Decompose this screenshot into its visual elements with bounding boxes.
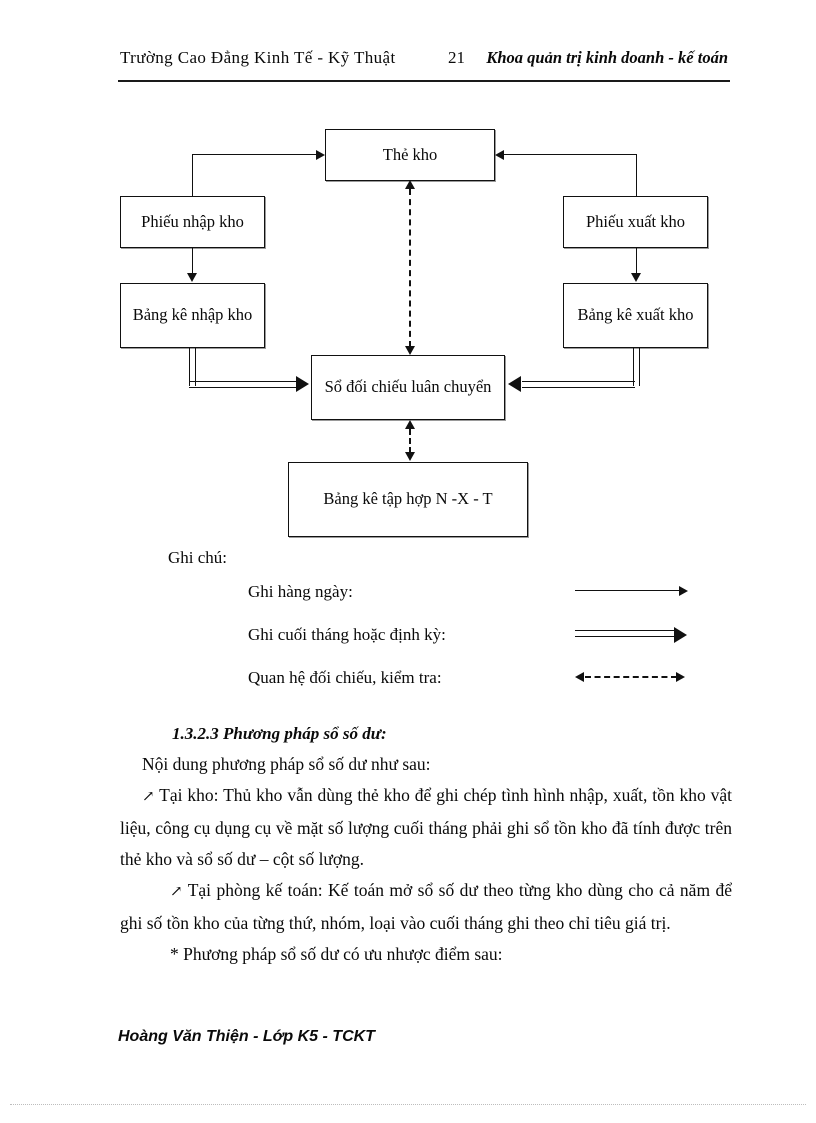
connector-phieu-nhap-to-the-kho-horizontal (192, 154, 316, 155)
flowchart-diagram: Thẻ kho Phiếu nhập kho Phiếu xuất kho Bả… (0, 0, 816, 560)
paragraph-tai-kho-text: Tại kho: Thủ kho vẫn dùng thẻ kho để ghi… (120, 785, 733, 869)
flow-box-bang-ke-xuat-kho: Bảng kê xuất kho (563, 283, 708, 348)
connector-phieu-xuat-to-the-kho-vertical (636, 154, 637, 196)
legend-arrow-dashed-both-icon (575, 670, 695, 684)
arrowhead-so-doi-chieu-right (508, 376, 521, 392)
connector-phieu-xuat-to-the-kho-horizontal (504, 154, 636, 155)
arrowhead-dashed-up-so-doi-chieu (405, 420, 415, 429)
arrowhead-bang-ke-xuat-top (631, 273, 641, 282)
paragraph-uu-nhuoc-diem: * Phương pháp sổ số dư có ưu nhược điểm … (170, 944, 503, 964)
arrowhead-dashed-up-the-kho (405, 180, 415, 189)
paragraph-tai-phong-ke-toan-text: Tại phòng kế toán: Kế toán mở sổ số dư t… (120, 880, 733, 933)
header-department: Khoa quản trị kinh doanh - kế toán (486, 48, 728, 67)
section-heading: 1.3.2.3 Phương pháp sổ số dư: (172, 724, 387, 743)
legend-title: Ghi chú: (168, 548, 228, 567)
page-number: 21 (448, 48, 465, 67)
arrowhead-the-kho-left (316, 150, 325, 160)
bullet-arrow-icon-2: ↗ (170, 884, 183, 900)
arrowhead-so-doi-chieu-left (296, 376, 309, 392)
arrowhead-the-kho-right (495, 150, 504, 160)
bullet-arrow-icon: ↗ (142, 789, 155, 805)
connector-phieu-nhap-to-the-kho-vertical (192, 154, 193, 196)
connector-phieu-nhap-to-bang-ke-nhap (192, 248, 193, 275)
header-rule (118, 80, 730, 82)
legend-item-monthly-label: Ghi cuối tháng hoặc định kỳ: (248, 625, 446, 644)
arrowhead-bang-ke-nhap-top (187, 273, 197, 282)
arrowhead-dashed-down-so-doi-chieu (405, 346, 415, 355)
connector-phieu-xuat-to-bang-ke-xuat (636, 248, 637, 275)
flow-box-phieu-nhap-kho: Phiếu nhập kho (120, 196, 265, 248)
paragraph-intro: Nội dung phương pháp sổ số dư như sau: (142, 754, 431, 774)
legend-item-daily-label: Ghi hàng ngày: (248, 582, 353, 601)
connector-so-doi-chieu-bang-ke-tap-hop-dashed (409, 429, 411, 453)
paragraph-tai-kho: ↗ Tại kho: Thủ kho vẫn dùng thẻ kho để g… (120, 780, 732, 875)
page-header: Trường Cao Đẳng Kinh Tế - Kỹ Thuật 21 Kh… (120, 48, 728, 78)
flow-box-the-kho-label: Thẻ kho (382, 144, 438, 164)
flow-box-so-doi-chieu-luan-chuyen: Sổ đối chiếu luân chuyển (311, 355, 505, 420)
flow-box-phieu-xuat-kho: Phiếu xuất kho (563, 196, 708, 248)
flow-box-phieu-xuat-kho-label: Phiếu xuất kho (586, 211, 685, 231)
connector-bang-ke-xuat-to-so-doi-chieu-vertical (633, 348, 640, 386)
flow-box-bang-ke-xuat-kho-label: Bảng kê xuất kho (577, 305, 694, 325)
flow-box-bang-ke-nhap-kho: Bảng kê nhập kho (120, 283, 265, 348)
paragraph-tai-phong-ke-toan: ↗ Tại phòng kế toán: Kế toán mở sổ số dư… (120, 875, 732, 939)
legend-arrow-solid-right-icon (575, 584, 695, 598)
flow-box-so-doi-chieu-label: Sổ đối chiếu luân chuyển (324, 377, 492, 397)
flow-box-bang-ke-nhap-kho-label: Bảng kê nhập kho (132, 305, 253, 325)
flow-box-bang-ke-tap-hop-label: Bảng kê tập hợp N -X - T (323, 489, 493, 509)
connector-bang-ke-nhap-to-so-doi-chieu-vertical (189, 348, 196, 386)
connector-bang-ke-xuat-to-so-doi-chieu-horizontal (522, 381, 635, 388)
flow-box-phieu-nhap-kho-label: Phiếu nhập kho (141, 211, 244, 231)
header-institution: Trường Cao Đẳng Kinh Tế - Kỹ Thuật (120, 48, 396, 67)
connector-the-kho-so-doi-chieu-dashed (409, 189, 411, 347)
connector-bang-ke-nhap-to-so-doi-chieu-horizontal (189, 381, 299, 388)
legend-item-reconcile-label: Quan hệ đối chiếu, kiểm tra: (248, 668, 442, 687)
flow-box-the-kho: Thẻ kho (325, 129, 495, 181)
body-content: 1.3.2.3 Phương pháp sổ số dư: Nội dung p… (120, 718, 732, 970)
legend-arrow-double-right-icon (575, 627, 695, 643)
arrowhead-dashed-down-bang-ke-tap-hop (405, 452, 415, 461)
flow-box-bang-ke-tap-hop: Bảng kê tập hợp N -X - T (288, 462, 528, 537)
footer-rule (10, 1104, 806, 1105)
page-footer: Hoàng Văn Thiện - Lớp K5 - TCKT (118, 1028, 375, 1045)
